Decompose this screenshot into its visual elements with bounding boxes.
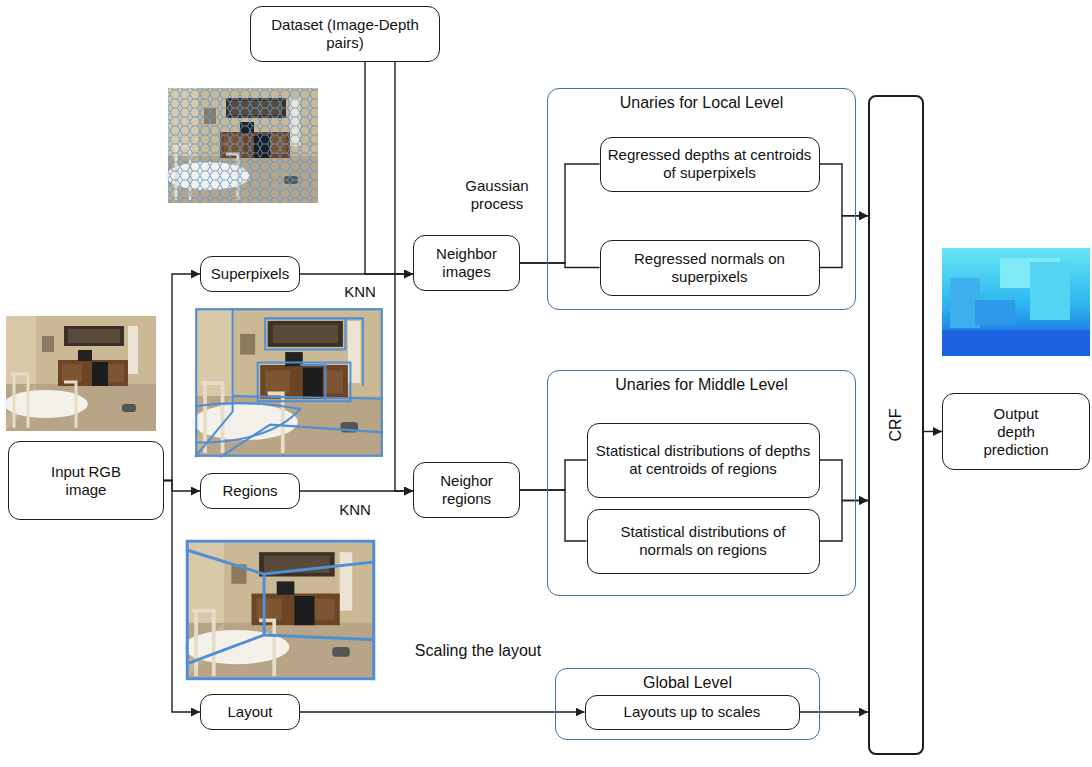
- layout-photo-part-part: [263, 574, 266, 635]
- edge-label-text: Scaling the layout: [415, 641, 541, 660]
- regions-photo-part: [192, 308, 383, 457]
- level-group: Unaries for Middle LevelStatistical dist…: [547, 370, 856, 596]
- edge-label: Gaussian process: [457, 176, 537, 214]
- process-box: Neighor regions: [413, 462, 520, 518]
- regions-photo-part-part: [233, 396, 383, 399]
- node-text: Neighor regions: [420, 472, 513, 508]
- group-title: Unaries for Local Level: [548, 94, 855, 112]
- edge-label-text: Gaussian process: [460, 177, 534, 213]
- depth-output-image-part: [1030, 262, 1070, 320]
- connector-line: [820, 501, 869, 542]
- regions-photo-part-part: [300, 365, 325, 401]
- edge-label: KNN: [336, 500, 374, 520]
- connector-line: [164, 481, 200, 492]
- process-box: Layout: [200, 694, 300, 730]
- unary-box: Layouts up to scales: [585, 695, 800, 730]
- superpixel-photo-part: [166, 88, 318, 203]
- process-box: Neighbor images: [413, 235, 520, 291]
- regions-photo-part-part: [220, 425, 383, 457]
- node-text: CRF: [887, 409, 905, 442]
- edge-label: KNN: [341, 282, 379, 302]
- node-text: Regions: [222, 482, 277, 500]
- depth-output-image-part: [942, 248, 1090, 356]
- regions-photo-part-part: [195, 308, 233, 457]
- regions-photo-part-part: [258, 362, 351, 401]
- depth-output-image-part: [975, 300, 1015, 325]
- connector-line: [164, 481, 200, 713]
- process-box: Regions: [200, 473, 300, 509]
- connector-line: [365, 62, 413, 274]
- connector-line: [520, 460, 587, 490]
- edge-label-text: KNN: [339, 501, 371, 519]
- dataset-box: Dataset (Image-Depth pairs): [250, 6, 440, 62]
- layout-photo: [183, 540, 375, 680]
- regions-photo-part-part: [265, 318, 345, 349]
- node-text: Superpixels: [211, 265, 289, 283]
- connector-line: [800, 711, 869, 712]
- superpixel-photo-part: [168, 88, 318, 203]
- layout-photo-part: [186, 541, 375, 679]
- connector-line: [164, 274, 200, 481]
- group-title: Global Level: [556, 674, 819, 692]
- regions-photo-part-part: [345, 318, 363, 385]
- node-text: Regressed depths at centroids of superpi…: [607, 146, 813, 182]
- unary-box: Regressed depths at centroids of superpi…: [600, 137, 820, 192]
- unary-box: Statistical distributions of depths at c…: [587, 423, 820, 498]
- regions-photo-part-part: [195, 403, 300, 443]
- regions-photo: [192, 308, 383, 457]
- node-text: Statistical distributions of normals on …: [594, 523, 813, 559]
- crf-box: CRF: [868, 95, 924, 755]
- connector-line: [395, 62, 413, 491]
- layout-photo-part-part: [186, 635, 375, 664]
- layout-photo-part: [183, 540, 375, 680]
- unary-box: Regressed normals on superpixels: [600, 240, 820, 296]
- node-text: Input RGB image: [40, 463, 132, 499]
- edge-label: Scaling the layout: [412, 640, 544, 661]
- node-text: Layout: [227, 703, 272, 721]
- level-group: Global LevelLayouts up to scales: [555, 668, 820, 740]
- connector-line: [520, 263, 600, 268]
- node-text: Neighbor images: [420, 245, 513, 281]
- node-text: Layouts up to scales: [624, 703, 761, 721]
- node-text: Statistical distributions of depths at c…: [594, 442, 813, 478]
- process-box: Superpixels: [200, 256, 300, 292]
- layout-photo-part-part: [187, 541, 373, 679]
- level-group: Unaries for Local LevelRegressed depths …: [547, 88, 856, 310]
- node-text: Regressed normals on superpixels: [607, 250, 813, 286]
- input-photo-part: [4, 316, 156, 431]
- connector-line: [820, 164, 869, 216]
- connector-line: [520, 490, 587, 541]
- superpixel-photo: [166, 88, 318, 203]
- connector-line: [820, 216, 869, 268]
- connector-line: [924, 431, 942, 432]
- edge-label-text: KNN: [344, 283, 376, 301]
- regions-photo-part-part: [196, 309, 381, 455]
- input-photo: [4, 316, 156, 431]
- depth-output-image: [942, 248, 1090, 356]
- depth-output-image-part: [942, 330, 1090, 356]
- output-box: Output depth prediction: [942, 393, 1090, 470]
- connector-line: [820, 460, 869, 501]
- layout-photo-part-part: [186, 550, 375, 574]
- regions-photo-part: [195, 308, 383, 457]
- group-title: Unaries for Middle Level: [548, 376, 855, 394]
- input-box: Input RGB image: [8, 441, 164, 520]
- connector-line: [300, 711, 585, 712]
- node-text: Output depth prediction: [975, 405, 1057, 459]
- unary-box: Statistical distributions of normals on …: [587, 509, 820, 574]
- node-text: Dataset (Image-Depth pairs): [257, 16, 433, 52]
